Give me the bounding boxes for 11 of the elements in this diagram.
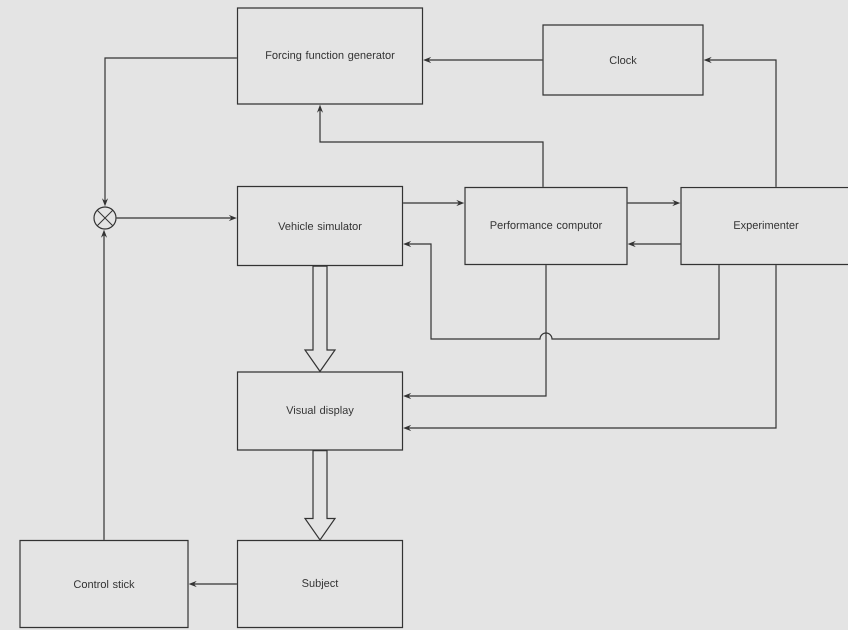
block-box: Forcing function generator <box>236 7 424 105</box>
block-arrow <box>304 266 336 372</box>
block-box: Vehicle simulator <box>236 186 404 266</box>
block-box: Performance computor <box>464 186 628 266</box>
block-box: Subject <box>236 540 404 628</box>
block-box: Clock <box>542 24 704 96</box>
block-box: Experimenter <box>680 186 848 266</box>
block-box: Visual display <box>236 371 404 451</box>
block-box: Control stick <box>19 540 189 628</box>
summing-junction <box>93 206 117 230</box>
block-arrow <box>304 450 336 541</box>
